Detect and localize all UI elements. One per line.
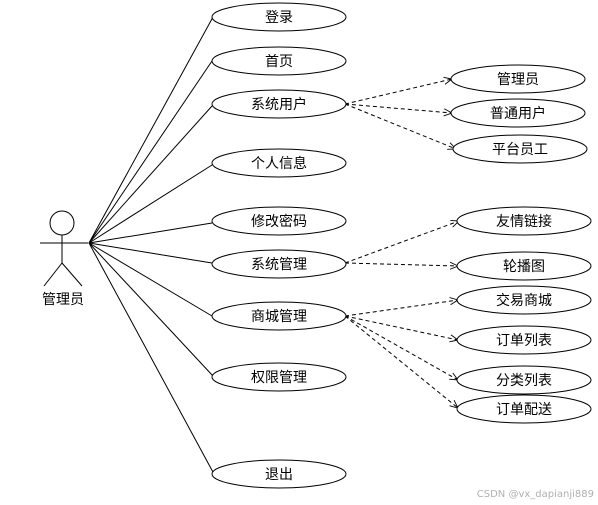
actor-left-leg [43, 262, 63, 287]
dep-category-list [344, 315, 458, 380]
dep-order-list [344, 315, 458, 340]
actor-head [49, 210, 75, 236]
assoc-mall-management [88, 242, 213, 317]
dep-friend-links [344, 221, 459, 264]
sub-case-platform-staff: 平台员工 [452, 134, 588, 164]
sub-case-carousel: 轮播图 [456, 251, 592, 281]
dep-platform-staff [344, 103, 456, 149]
sub-case-label: 普通用户 [490, 105, 546, 122]
use-case-label: 权限管理 [251, 370, 307, 386]
assoc-change-password [88, 222, 213, 244]
use-case-mall-management: 商城管理 [211, 301, 347, 331]
sub-case-label: 轮播图 [503, 259, 545, 275]
use-case-label: 修改密码 [251, 213, 307, 230]
sub-case-trading-mall: 交易商城 [456, 285, 592, 315]
assoc-permission-management [88, 242, 214, 377]
sub-case-admin: 管理员 [450, 64, 586, 94]
assoc-personal-info [88, 164, 213, 244]
sub-case-order-list: 订单列表 [456, 325, 592, 355]
dep-carousel [344, 263, 458, 266]
sub-case-label: 平台员工 [492, 142, 548, 158]
use-case-label: 系统用户 [251, 96, 307, 113]
use-case-label: 商城管理 [251, 309, 307, 325]
watermark-text: CSDN @vx_dapianji889 [477, 489, 594, 500]
sub-case-label: 订单列表 [496, 333, 552, 349]
assoc-login [88, 16, 214, 244]
use-case-logout: 退出 [211, 459, 347, 489]
actor-label: 管理员 [42, 292, 84, 308]
use-case-permission-management: 权限管理 [211, 362, 347, 392]
sub-case-label: 订单配送 [496, 402, 552, 418]
sub-case-order-delivery: 订单配送 [456, 394, 592, 424]
use-case-home: 首页 [211, 46, 347, 76]
use-case-system-management: 系统管理 [211, 249, 347, 279]
dep-regular-user [344, 103, 452, 113]
use-case-label: 系统管理 [251, 257, 307, 273]
sub-case-regular-user: 普通用户 [450, 98, 586, 128]
use-case-label: 退出 [265, 467, 293, 483]
assoc-system-management [88, 242, 213, 264]
sub-case-friend-links: 友情链接 [456, 206, 592, 236]
sub-case-label: 友情链接 [496, 213, 552, 230]
sub-case-label: 交易商城 [496, 292, 552, 309]
sub-case-label: 分类列表 [496, 373, 552, 389]
sub-case-label: 管理员 [497, 72, 539, 88]
use-case-system-users: 系统用户 [211, 89, 347, 119]
use-case-personal-info: 个人信息 [211, 148, 347, 178]
dep-order-delivery [344, 315, 458, 408]
use-case-login: 登录 [211, 2, 347, 32]
use-case-label: 首页 [265, 54, 293, 70]
use-case-change-password: 修改密码 [211, 206, 347, 236]
dependency-arrows [344, 79, 459, 408]
dep-admin [344, 79, 452, 105]
assoc-home [88, 60, 213, 244]
use-case-label: 个人信息 [251, 155, 307, 172]
assoc-logout [88, 242, 215, 475]
dep-trading-mall [344, 300, 458, 317]
sub-case-category-list: 分类列表 [456, 365, 592, 395]
assoc-system-users [88, 105, 213, 244]
actor-right-leg [61, 262, 83, 287]
actor-admin: 管理员 [40, 210, 88, 308]
association-lines [88, 16, 215, 475]
use-case-label: 登录 [265, 10, 293, 26]
